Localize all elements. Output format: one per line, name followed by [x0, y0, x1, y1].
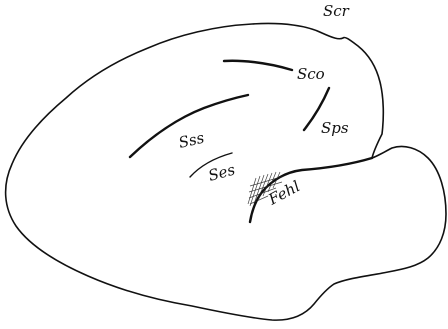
label-sps: Sps: [321, 119, 349, 137]
label-sco: Sco: [297, 65, 325, 83]
label-scr: Scr: [323, 2, 350, 20]
